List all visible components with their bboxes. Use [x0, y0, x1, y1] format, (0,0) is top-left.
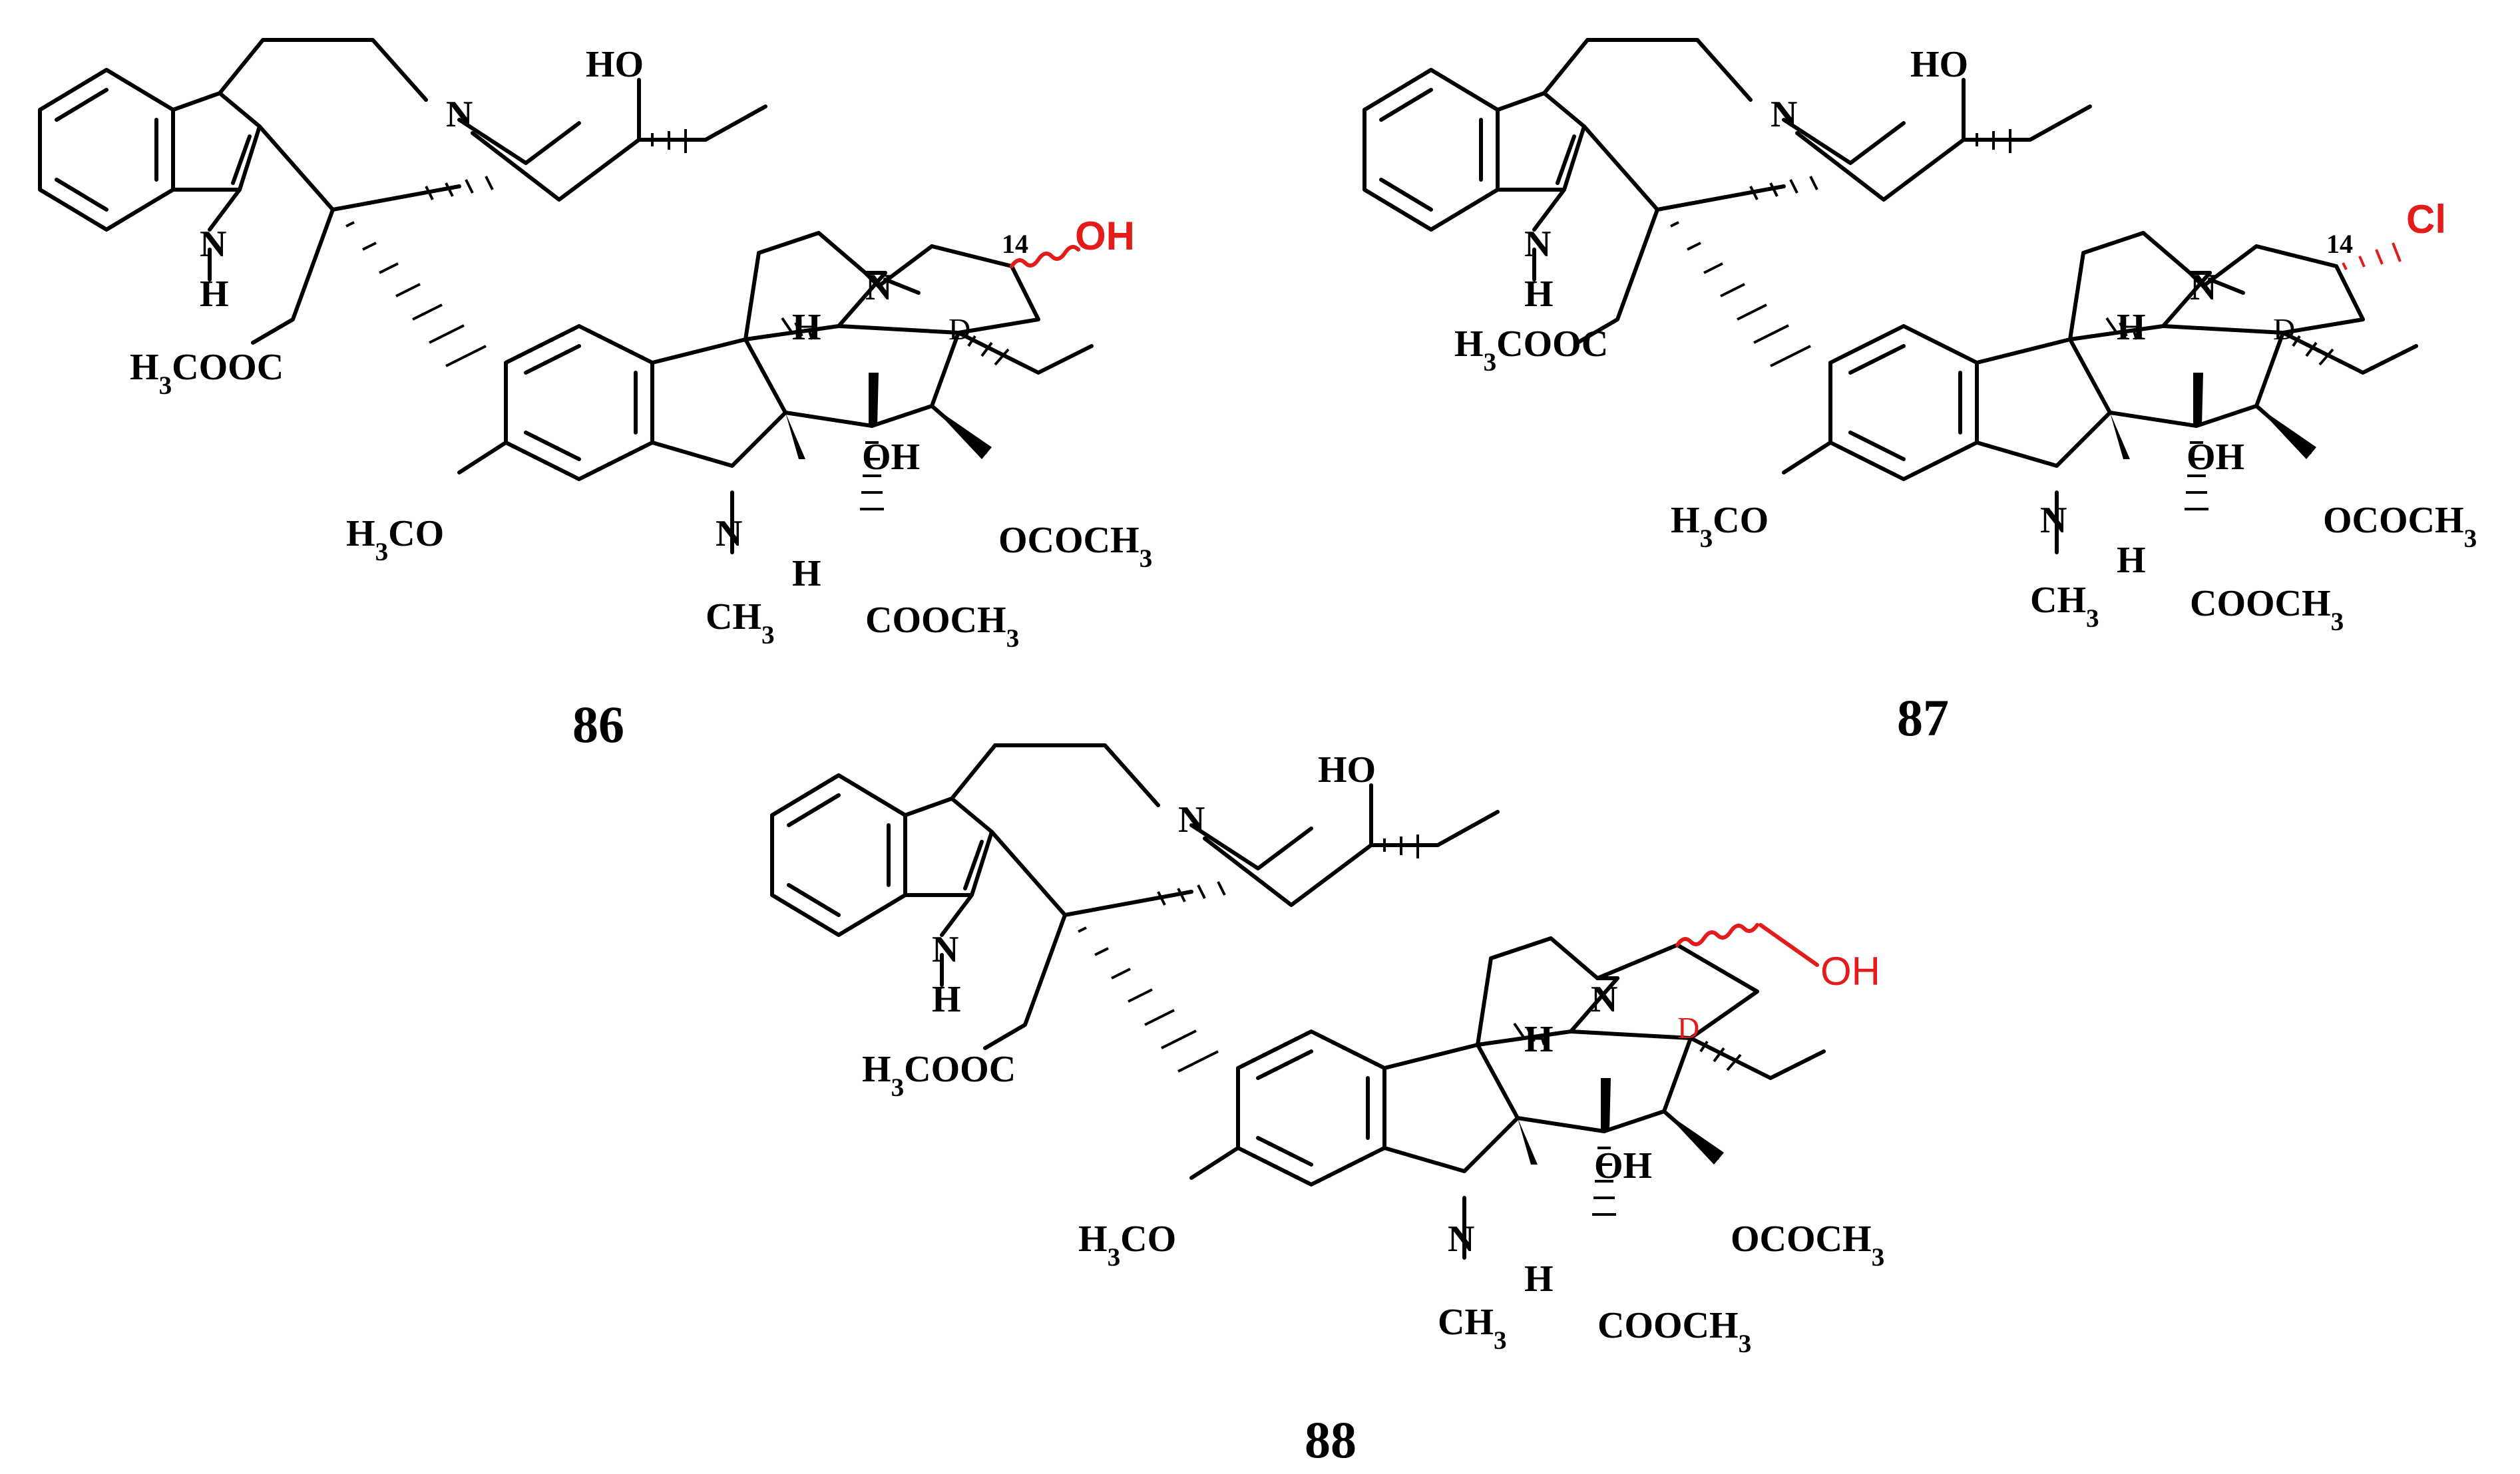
nitrogen-label: N: [2190, 267, 2216, 308]
acetate-label: OCOCH3: [2323, 500, 2477, 553]
ring-d-label: D: [1677, 1011, 1699, 1045]
hydroxyl-label: HO: [1910, 44, 1968, 85]
indoline-nitrogen-label: N: [2040, 500, 2067, 541]
hydrogen-label: H: [2117, 307, 2146, 348]
ester-label: COOCH3: [1597, 1305, 1751, 1358]
hydrogen-label: H: [792, 553, 821, 594]
methoxy-label: H3CO: [1078, 1218, 1176, 1272]
ester-label: COOCH3: [2190, 583, 2344, 636]
nitrogen-label: N: [1771, 94, 1797, 135]
nitrogen-label: N: [865, 267, 892, 308]
methoxy-label: H3CO: [1671, 500, 1769, 553]
acetate-label: OCOCH3: [998, 520, 1152, 573]
indole-hydrogen-label: H: [200, 274, 229, 315]
n-methyl-label: CH3: [2030, 580, 2099, 633]
substituent-label: Cl: [2406, 197, 2446, 242]
hydrogen-label: H: [792, 307, 821, 348]
ester-label: H3COOC: [130, 347, 284, 400]
hydrogen-label: H: [1524, 1019, 1554, 1060]
indole-nitrogen-label: N: [200, 224, 226, 265]
methoxy-label: H3CO: [346, 513, 444, 566]
indoline-nitrogen-label: N: [716, 513, 742, 554]
compound-88: HO N N H H3COOC N H D OH H3CO N H OCOCH3…: [772, 745, 1884, 1469]
hydrogen-label: H: [1524, 1258, 1554, 1300]
indole-hydrogen-label: H: [1524, 274, 1554, 315]
n-methyl-label: CH3: [706, 596, 775, 649]
indoline-nitrogen-label: N: [1448, 1218, 1474, 1260]
compound-number: 87: [1897, 689, 1949, 747]
n-methyl-label: CH3: [1438, 1302, 1507, 1355]
substituent-label: OH: [1820, 949, 1880, 994]
substituent-label: OH: [1075, 214, 1135, 258]
indole-hydrogen-label: H: [932, 979, 961, 1020]
nitrogen-label: N: [1178, 799, 1205, 840]
hydroxyl-label: OH: [862, 437, 920, 478]
compound-number: 86: [572, 695, 624, 753]
compound-87: HO N N H H3COOC N H D OH H3CO N H OCOCH3…: [1365, 40, 2477, 747]
compound-number: 88: [1305, 1411, 1357, 1469]
position-label: 14: [2326, 229, 2353, 259]
ester-label: COOCH3: [865, 600, 1019, 653]
ring-d-label: D: [2273, 312, 2295, 346]
compound-86: HO N N H H3COOC N H D OH H3CO N H OCOCH3…: [40, 40, 1152, 753]
nitrogen-label: N: [446, 94, 473, 135]
indole-nitrogen-label: N: [932, 929, 958, 970]
hydroxyl-label: OH: [1594, 1145, 1652, 1187]
ring-d-label: D: [948, 312, 970, 346]
indole-nitrogen-label: N: [1524, 224, 1551, 265]
ester-label: H3COOC: [1454, 323, 1608, 377]
ester-label: H3COOC: [862, 1049, 1016, 1102]
hydroxyl-label: HO: [586, 44, 644, 85]
hydroxyl-label: HO: [1318, 749, 1376, 791]
hydroxyl-label: OH: [2187, 437, 2244, 478]
hydrogen-label: H: [2117, 540, 2146, 581]
nitrogen-label: N: [1591, 979, 1617, 1020]
acetate-label: OCOCH3: [1731, 1218, 1884, 1272]
position-label: 14: [1002, 229, 1028, 259]
